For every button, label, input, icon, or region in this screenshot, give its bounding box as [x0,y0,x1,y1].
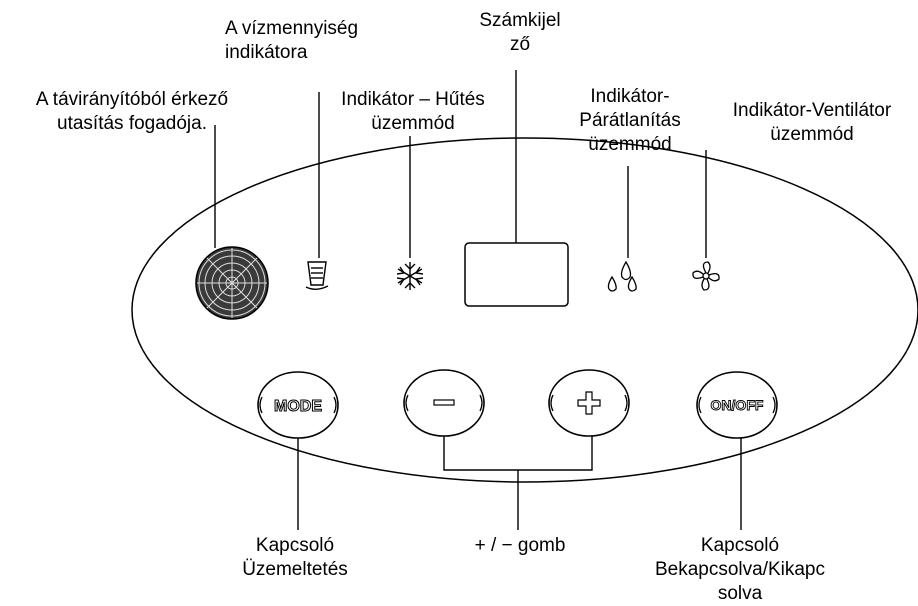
label-plus-minus: + / − gomb [474,535,566,556]
ir-receiver [195,246,269,320]
snowflake-icon [396,262,424,290]
panel-outline [131,137,918,483]
onoff-button-label: ON/OFF [711,397,764,413]
droplets-icon [607,260,637,292]
fan-icon [692,261,720,291]
leader-lines [214,70,742,530]
mode-button[interactable]: MODE [257,371,339,439]
mode-button-label: MODE [274,398,322,415]
numeric-display [464,242,569,307]
water-level-icon [305,261,329,290]
minus-button[interactable] [403,369,485,437]
onoff-button[interactable]: ON/OFF [696,371,778,439]
plus-button[interactable] [548,369,630,437]
